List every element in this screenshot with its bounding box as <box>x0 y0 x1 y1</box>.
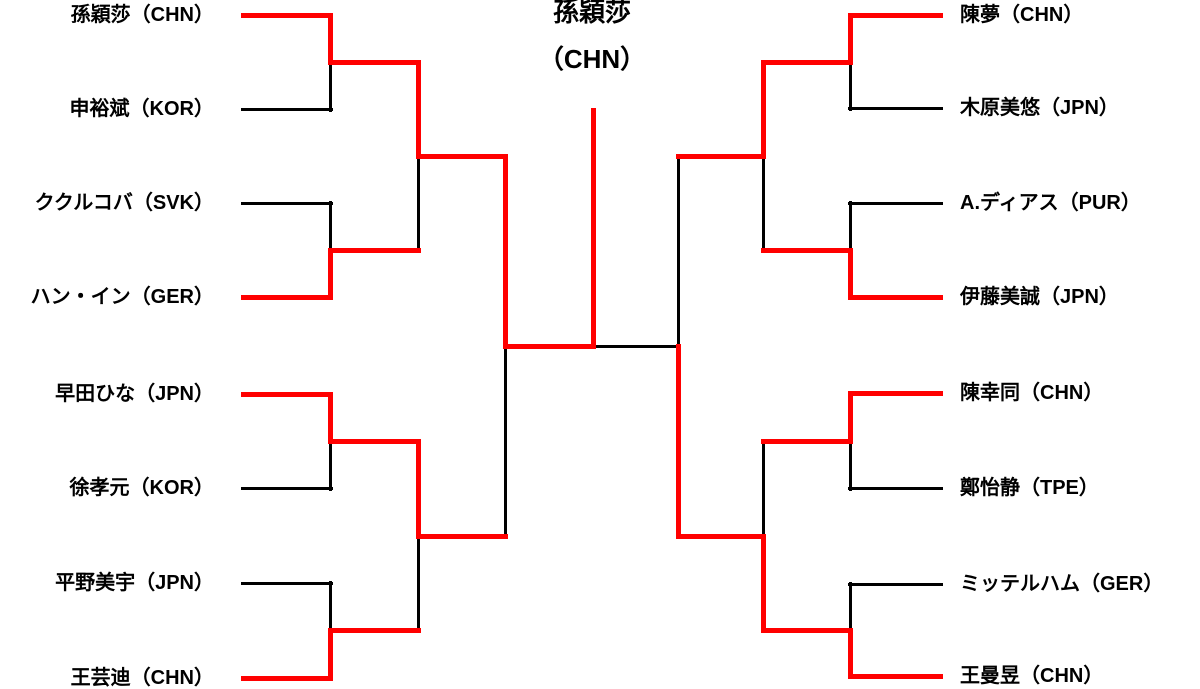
left-player-5-label: 早田ひな（JPN） <box>55 383 214 405</box>
bracket-line-l-r1b-vert-top <box>328 200 332 253</box>
bracket-line-r-name-5 <box>847 390 943 396</box>
bracket-line-l-name-2 <box>240 107 333 111</box>
left-player-4-label: ハン・イン（GER） <box>30 286 214 308</box>
right-player-3-label: A.ディアス（PUR） <box>960 192 1141 214</box>
left-player-2-label: 申裕斌（KOR） <box>69 98 214 120</box>
bracket-line-l-r1a-vert-bot <box>328 59 332 112</box>
bracket-line-champion-vert <box>590 107 596 349</box>
bracket-line-l-r1b-exit <box>327 247 421 253</box>
bracket-line-l-r1b-vert-bot <box>327 247 333 300</box>
bracket-line-l-name-6 <box>240 486 333 490</box>
bracket-line-l-r1c-vert-top <box>327 391 333 444</box>
bracket-line-r-r1b-vert-top <box>848 200 852 253</box>
bracket-line-l-name-8 <box>240 675 333 681</box>
bracket-line-r-qf4-vert-top <box>761 438 765 539</box>
bracket-line-r-sf-vert-top <box>676 153 680 349</box>
right-player-8-label: 王曼昱（CHN） <box>960 665 1104 687</box>
bracket-line-r-r1b-vert-bot <box>847 247 853 300</box>
bracket-line-l-r1a-vert-top <box>327 12 333 65</box>
bracket-line-r-name-7 <box>847 582 943 586</box>
bracket-line-l-name-5 <box>240 391 333 397</box>
bracket-line-l-name-1 <box>240 12 333 18</box>
bracket-line-r-r1b-exit <box>760 247 853 253</box>
right-player-6-label: 鄭怡静（TPE） <box>960 477 1099 499</box>
bracket-line-l-name-4 <box>240 294 333 300</box>
bracket-line-l-qf2-exit <box>415 533 508 539</box>
champion-country: （CHN） <box>537 44 647 74</box>
champion-label: 孫穎莎 （CHN） <box>492 0 692 74</box>
bracket-line-l-r1d-vert-top <box>328 580 332 633</box>
bracket-line-r-qf3-vert-bot <box>761 153 765 253</box>
bracket-line-l-name-7 <box>240 581 333 585</box>
bracket-line-r-r1a-vert-bot <box>848 59 852 111</box>
bracket-line-final-left <box>502 343 596 349</box>
bracket-line-r-r1c-vert-bot <box>848 438 852 491</box>
bracket-line-l-r1d-vert-bot <box>327 627 333 681</box>
bracket-line-l-qf2-vert-bot <box>416 533 420 633</box>
bracket-line-r-qf4-exit <box>675 533 766 539</box>
right-player-1-label: 陳夢（CHN） <box>960 4 1084 26</box>
right-player-7-label: ミッテルハム（GER） <box>960 573 1164 595</box>
left-player-1-label: 孫穎莎（CHN） <box>70 4 214 26</box>
bracket-line-r-qf3-exit <box>675 153 766 159</box>
bracket-line-r-qf4-vert-bot <box>760 533 766 633</box>
bracket-line-r-qf3-vert-top <box>760 59 766 159</box>
bracket-line-l-qf1-vert-top <box>415 59 421 159</box>
bracket-line-final-right <box>590 344 681 348</box>
bracket-line-l-name-3 <box>240 201 333 205</box>
bracket-line-r-r1a-vert-top <box>847 12 853 65</box>
bracket-line-r-r1a-exit <box>760 59 853 65</box>
bracket-line-r-name-1 <box>847 12 943 18</box>
bracket-line-r-name-4 <box>847 294 943 300</box>
right-player-2-label: 木原美悠（JPN） <box>960 97 1119 119</box>
left-player-6-label: 徐孝元（KOR） <box>69 477 214 499</box>
bracket-line-l-qf2-vert-top <box>415 438 421 539</box>
bracket-line-r-name-6 <box>847 486 943 490</box>
left-player-7-label: 平野美宇（JPN） <box>55 572 214 594</box>
bracket-line-l-sf-vert-bot <box>503 343 507 539</box>
bracket-line-l-qf1-exit <box>415 153 508 159</box>
left-player-3-label: ククルコバ（SVK） <box>34 192 214 214</box>
bracket-line-l-r1d-exit <box>327 627 421 633</box>
bracket-line-r-sf-vert-bot <box>675 343 681 539</box>
bracket-line-r-name-3 <box>847 201 943 205</box>
bracket-line-r-r1d-vert-top <box>848 581 852 633</box>
bracket-line-r-r1d-vert-bot <box>847 627 853 679</box>
bracket-line-l-sf-vert-top <box>502 153 508 349</box>
champion-name: 孫穎莎 <box>552 0 631 27</box>
bracket-line-r-r1c-vert-top <box>847 390 853 444</box>
right-player-5-label: 陳幸同（CHN） <box>960 382 1104 404</box>
bracket-line-l-r1c-vert-bot <box>328 438 332 491</box>
bracket-line-r-r1d-exit <box>760 627 853 633</box>
bracket-line-r-name-8 <box>847 673 943 679</box>
bracket-line-r-name-2 <box>847 106 943 110</box>
right-player-4-label: 伊藤美誠（JPN） <box>960 286 1119 308</box>
bracket-line-l-r1c-exit <box>327 438 421 444</box>
bracket-line-r-r1c-exit <box>760 438 853 444</box>
left-player-8-label: 王芸迪（CHN） <box>70 667 214 689</box>
bracket-line-l-r1a-exit <box>327 59 421 65</box>
bracket-line-l-qf1-vert-bot <box>416 153 420 253</box>
